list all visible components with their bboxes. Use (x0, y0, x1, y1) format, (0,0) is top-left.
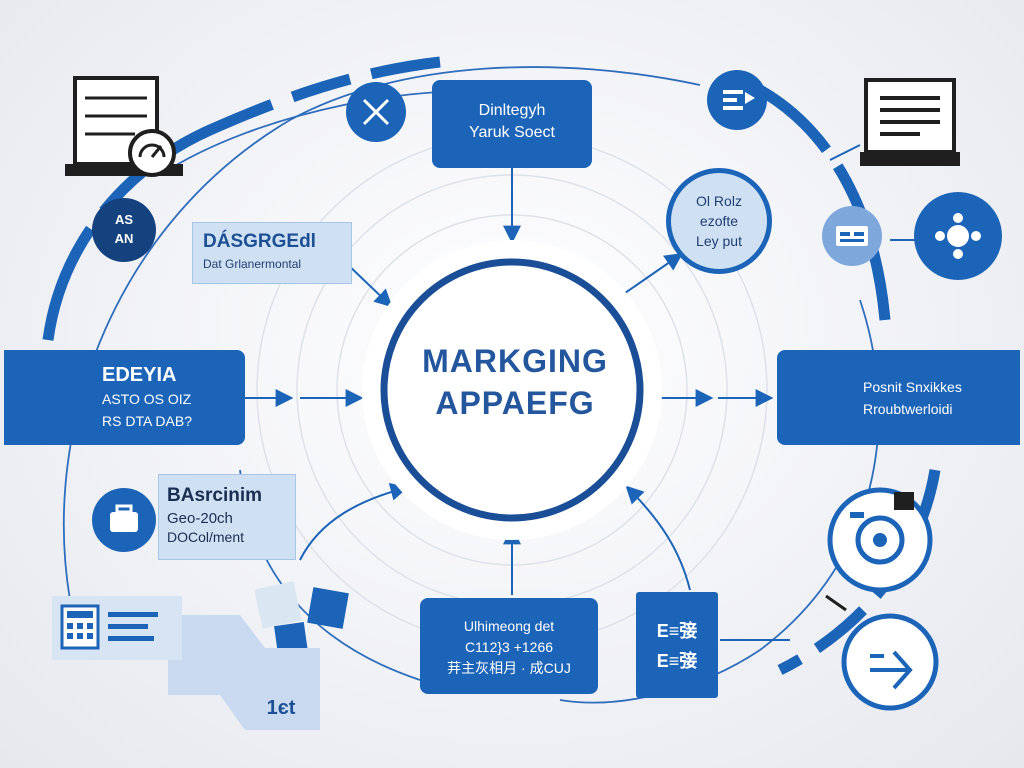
central-hub (362, 240, 662, 540)
forward-arrow-icon (841, 613, 939, 711)
gauge-icon (128, 129, 176, 177)
floating-squares (254, 581, 349, 656)
top-box-line-1: Dinltegyh (478, 102, 546, 119)
top-center-box: Dinltegyh Yaruk Soect (432, 80, 592, 168)
mid-left-line-1: BAsrcinim (167, 485, 263, 506)
top-right-circle: Ol Rolz ezofte Ley put (666, 168, 772, 274)
bottom-left-ribbon (168, 615, 320, 730)
top-left-panel-subtitle: Dat Grlanermontal (203, 257, 302, 271)
right-box: Posnit Snxikkes Rroubtwerloidi (777, 350, 1020, 445)
top-left-panel: DÁSGRGEdl Dat Grlanermontal (192, 222, 352, 284)
bottom-box-line-2: C112}3 +1266 (464, 639, 554, 655)
left-box-line-2: ASTO OS OIZ (102, 391, 192, 407)
right-box-line-2: Rroubtwerloidi (863, 401, 953, 417)
mid-left-panel: BAsrcinim Geo-20ch DOCol/ment (158, 474, 296, 560)
circle-line-3: Ley put (696, 233, 742, 249)
right-box-line-1: Posnit Snxikkes (863, 379, 962, 395)
laptop-icon (860, 78, 960, 166)
bottom-side-box: E≡㢺 E≡㢺 (636, 592, 718, 698)
network-icon (914, 192, 1002, 280)
calculator-icon (52, 596, 182, 660)
mid-left-line-2: Geo-20ch (167, 510, 233, 527)
card-icon (822, 206, 882, 266)
left-box: EDEYIA ASTO OS OIZ RS DTA DAB? (4, 350, 245, 445)
bottom-center-box: Ulhimeong det C112}3 +1266 荓主灰相月 · 成CUJ (420, 598, 598, 694)
side-box-line-1: E≡㢺 (656, 621, 698, 641)
message-icon (707, 70, 767, 130)
top-left-panel-title: DÁSGRGEdl (203, 231, 316, 252)
side-box-line-2: E≡㢺 (656, 651, 698, 671)
circle-line-2: ezofte (699, 213, 739, 229)
left-box-line-3: RS DTA DAB? (102, 413, 192, 429)
hub-line-1: MARKGING (422, 343, 608, 379)
left-box-title: EDEYIA (102, 364, 177, 386)
hub-line-2: APPAEFG (435, 385, 595, 421)
mid-left-line-3: DOCol/ment (167, 529, 245, 545)
badge-line-2: AN (114, 231, 134, 246)
top-box-line-2: Yaruk Soect (469, 124, 555, 141)
hub-label: MARKGING APPAEFG (390, 340, 640, 424)
briefcase-icon (92, 488, 156, 552)
left-badge: AS AN (92, 198, 156, 262)
close-icon (346, 82, 406, 142)
bottom-left-tag: 1єt (246, 690, 316, 726)
bottom-box-line-3: 荓主灰相月 · 成CUJ (447, 660, 571, 676)
camera-icon (827, 487, 933, 593)
badge-line-1: AS (114, 212, 134, 227)
bottom-box-line-1: Ulhimeong det (463, 618, 555, 634)
circle-line-1: Ol Rolz (696, 193, 742, 209)
bottom-left-tag-label: 1єt (266, 697, 296, 719)
